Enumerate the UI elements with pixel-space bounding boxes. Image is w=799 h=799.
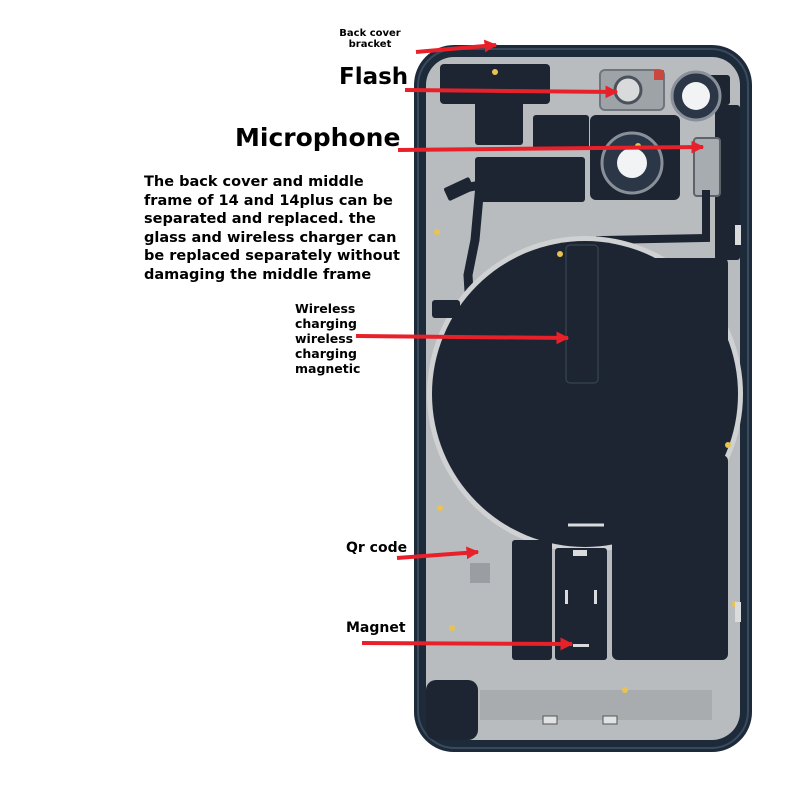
flash-label: Flash [339, 64, 409, 90]
wireless-charging-label: Wireless charging wireless charging magn… [295, 301, 361, 376]
flash-clip [654, 70, 664, 80]
side-clip-lower [735, 602, 741, 622]
description-text: The back cover and middle frame of 14 an… [144, 174, 400, 283]
panel-top-left-frame [440, 64, 550, 104]
side-clip-upper [735, 225, 741, 245]
bottom-clip-left [542, 715, 558, 725]
arrow-magnet [361, 637, 574, 651]
flex-connector [444, 177, 474, 201]
panel-left-mid [533, 115, 589, 150]
magnet-mark-2 [594, 590, 597, 604]
magnet-mark-1 [565, 590, 568, 604]
panel-right-upper [645, 258, 728, 418]
coil-feed-strip [565, 244, 599, 384]
bottom-clip-right [602, 715, 618, 725]
arrow-qr-code [396, 546, 480, 560]
magnet-clip-top [573, 550, 587, 556]
arrow-wireless-charging [355, 331, 570, 345]
coil-connector-pad [432, 300, 460, 318]
arrow-microphone [397, 140, 705, 154]
panel-right-strip [715, 105, 740, 260]
phone-frame-highlight [417, 48, 749, 749]
qr-code [470, 563, 490, 583]
panel-bottom-center [555, 548, 607, 660]
microphone-label: Microphone [235, 123, 401, 152]
panel-left-edge [426, 680, 478, 740]
flash-lens [613, 75, 643, 105]
arrow-flash [404, 85, 619, 99]
camera-lens-top-glass [682, 82, 710, 110]
plate-bottom-band [480, 690, 712, 720]
arrow-back-cover-bracket [415, 39, 498, 54]
magnet-label: Magnet [346, 620, 406, 636]
qr-code-label: Qr code [346, 540, 408, 556]
magnet-mark-3 [573, 644, 589, 647]
panel-left-block [475, 157, 585, 202]
back-cover-bracket-label: Back cover bracket [339, 28, 401, 50]
camera-lens-bottom-glass [617, 148, 647, 178]
panel-bottom-left [512, 540, 552, 660]
panel-right-lower [612, 455, 728, 660]
panel-top-left-inner [475, 95, 523, 145]
